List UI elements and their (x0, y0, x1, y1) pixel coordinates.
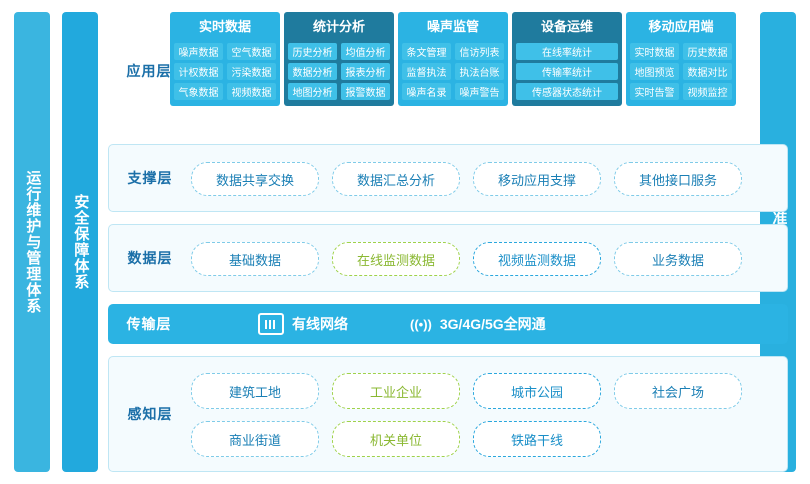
support-item[interactable]: 其他接口服务 (614, 162, 742, 196)
application-card-row: 在线率统计 (512, 43, 622, 60)
data-layer: 数据层 基础数据在线监测数据视频监测数据业务数据 (108, 224, 788, 292)
transmission-items: 有线网络 ((•)) 3G/4G/5G全网通 (258, 304, 546, 344)
application-feature-item[interactable]: 地图分析 (288, 83, 337, 100)
application-card-row: 噪声名录噪声警告 (398, 83, 508, 100)
application-card-row: 气象数据视频数据 (170, 83, 280, 100)
application-feature-item[interactable]: 实时告警 (630, 83, 679, 100)
application-card-header: 实时数据 (198, 18, 251, 34)
application-feature-item[interactable]: 在线率统计 (516, 43, 618, 60)
application-feature-item[interactable]: 均值分析 (341, 43, 390, 60)
perception-item[interactable]: 商业街道 (191, 421, 319, 457)
application-card-row: 地图分析报警数据 (284, 83, 394, 100)
application-card[interactable]: 噪声监管条文管理信访列表监督执法执法台账噪声名录噪声警告 (398, 12, 508, 106)
application-feature-item[interactable]: 传输率统计 (516, 63, 618, 80)
application-feature-item[interactable]: 地图预览 (630, 63, 679, 80)
data-layer-title: 数据层 (127, 250, 173, 266)
perception-item[interactable]: 社会广场 (614, 373, 742, 409)
support-layer: 支撑层 数据共享交换数据汇总分析移动应用支撑其他接口服务 (108, 144, 788, 212)
application-card-row: 传输率统计 (512, 63, 622, 80)
application-feature-item[interactable]: 空气数据 (227, 43, 276, 60)
application-feature-item[interactable]: 信访列表 (455, 43, 504, 60)
ethernet-icon (258, 313, 284, 335)
data-item[interactable]: 业务数据 (614, 242, 742, 276)
application-card[interactable]: 设备运维在线率统计传输率统计传感器状态统计 (512, 12, 622, 106)
application-card-header: 设备运维 (540, 18, 593, 34)
application-card-row: 噪声数据空气数据 (170, 43, 280, 60)
side-bar-operations: 运行维护与管理体系 (14, 12, 50, 472)
perception-item[interactable]: 工业企业 (332, 373, 460, 409)
application-card[interactable]: 统计分析历史分析均值分析数据分析报表分析地图分析报警数据 (284, 12, 394, 106)
application-card-body: 在线率统计传输率统计传感器状态统计 (512, 38, 622, 106)
application-feature-item[interactable]: 噪声警告 (455, 83, 504, 100)
application-card-row: 实时告警视频监控 (626, 83, 736, 100)
application-feature-item[interactable]: 执法台账 (455, 63, 504, 80)
application-feature-item[interactable]: 计权数据 (174, 63, 223, 80)
application-card-row: 地图预览数据对比 (626, 63, 736, 80)
application-card-row: 传感器状态统计 (512, 83, 622, 100)
perception-item[interactable]: 建筑工地 (191, 373, 319, 409)
support-item[interactable]: 数据共享交换 (191, 162, 319, 196)
application-card-row: 条文管理信访列表 (398, 43, 508, 60)
data-items: 基础数据在线监测数据视频监测数据业务数据 (191, 242, 742, 276)
application-card-header: 移动应用端 (648, 18, 714, 34)
transmission-layer-title: 传输层 (126, 316, 172, 332)
perception-item[interactable]: 铁路干线 (473, 421, 601, 457)
application-cards: 实时数据噪声数据空气数据计权数据污染数据气象数据视频数据统计分析历史分析均值分析… (170, 12, 736, 106)
application-card-row: 实时数据历史数据 (626, 43, 736, 60)
application-card[interactable]: 移动应用端实时数据历史数据地图预览数据对比实时告警视频监控 (626, 12, 736, 106)
application-card-row: 历史分析均值分析 (284, 43, 394, 60)
perception-layer-title: 感知层 (127, 406, 173, 422)
application-feature-item[interactable]: 数据对比 (683, 63, 732, 80)
perception-row: 商业街道机关单位铁路干线 (191, 421, 742, 457)
application-card-body: 历史分析均值分析数据分析报表分析地图分析报警数据 (284, 38, 394, 106)
data-item[interactable]: 视频监测数据 (473, 242, 601, 276)
application-feature-item[interactable]: 噪声数据 (174, 43, 223, 60)
perception-item[interactable]: 城市公园 (473, 373, 601, 409)
perception-items: 建筑工地工业企业城市公园社会广场商业街道机关单位铁路干线 (191, 373, 742, 457)
application-feature-item[interactable]: 监督执法 (402, 63, 451, 80)
transmission-item-wireless: ((•)) 3G/4G/5G全网通 (410, 314, 546, 334)
data-item[interactable]: 在线监测数据 (332, 242, 460, 276)
application-feature-item[interactable]: 视频监控 (683, 83, 732, 100)
side-bar-security: 安全保障体系 (62, 12, 98, 472)
transmission-layer: 传输层 有线网络 ((•)) 3G/4G/5G全网通 (108, 304, 788, 344)
perception-row: 建筑工地工业企业城市公园社会广场 (191, 373, 742, 409)
application-card-row: 数据分析报表分析 (284, 63, 394, 80)
application-feature-item[interactable]: 传感器状态统计 (516, 83, 618, 100)
application-card-header: 统计分析 (312, 18, 365, 34)
application-card[interactable]: 实时数据噪声数据空气数据计权数据污染数据气象数据视频数据 (170, 12, 280, 106)
application-feature-item[interactable]: 噪声名录 (402, 83, 451, 100)
application-feature-item[interactable]: 气象数据 (174, 83, 223, 100)
transmission-wired-label: 有线网络 (292, 316, 348, 332)
application-feature-item[interactable]: 视频数据 (227, 83, 276, 100)
application-card-body: 噪声数据空气数据计权数据污染数据气象数据视频数据 (170, 38, 280, 106)
support-item[interactable]: 数据汇总分析 (332, 162, 460, 196)
support-layer-title: 支撑层 (127, 170, 173, 186)
data-item[interactable]: 基础数据 (191, 242, 319, 276)
support-item[interactable]: 移动应用支撑 (473, 162, 601, 196)
application-feature-item[interactable]: 污染数据 (227, 63, 276, 80)
application-feature-item[interactable]: 历史分析 (288, 43, 337, 60)
application-feature-item[interactable]: 报警数据 (341, 83, 390, 100)
application-card-row: 监督执法执法台账 (398, 63, 508, 80)
transmission-wireless-label: 3G/4G/5G全网通 (439, 316, 546, 332)
application-feature-item[interactable]: 条文管理 (402, 43, 451, 60)
application-feature-item[interactable]: 实时数据 (630, 43, 679, 60)
application-card-body: 条文管理信访列表监督执法执法台账噪声名录噪声警告 (398, 38, 508, 106)
perception-layer: 感知层 建筑工地工业企业城市公园社会广场商业街道机关单位铁路干线 (108, 356, 788, 472)
application-card-body: 实时数据历史数据地图预览数据对比实时告警视频监控 (626, 38, 736, 106)
layer-stack: 应用层 实时数据噪声数据空气数据计权数据污染数据气象数据视频数据统计分析历史分析… (108, 12, 788, 472)
transmission-item-wired: 有线网络 (258, 313, 348, 335)
application-feature-item[interactable]: 历史数据 (683, 43, 732, 60)
application-feature-item[interactable]: 报表分析 (341, 63, 390, 80)
application-layer-title: 应用层 (126, 63, 172, 79)
perception-item[interactable]: 机关单位 (332, 421, 460, 457)
wireless-signal-icon: ((•)) (410, 316, 432, 332)
application-card-header: 噪声监管 (426, 18, 479, 34)
application-layer: 应用层 实时数据噪声数据空气数据计权数据污染数据气象数据视频数据统计分析历史分析… (108, 12, 788, 130)
application-card-row: 计权数据污染数据 (170, 63, 280, 80)
support-items: 数据共享交换数据汇总分析移动应用支撑其他接口服务 (191, 162, 742, 196)
application-feature-item[interactable]: 数据分析 (288, 63, 337, 80)
